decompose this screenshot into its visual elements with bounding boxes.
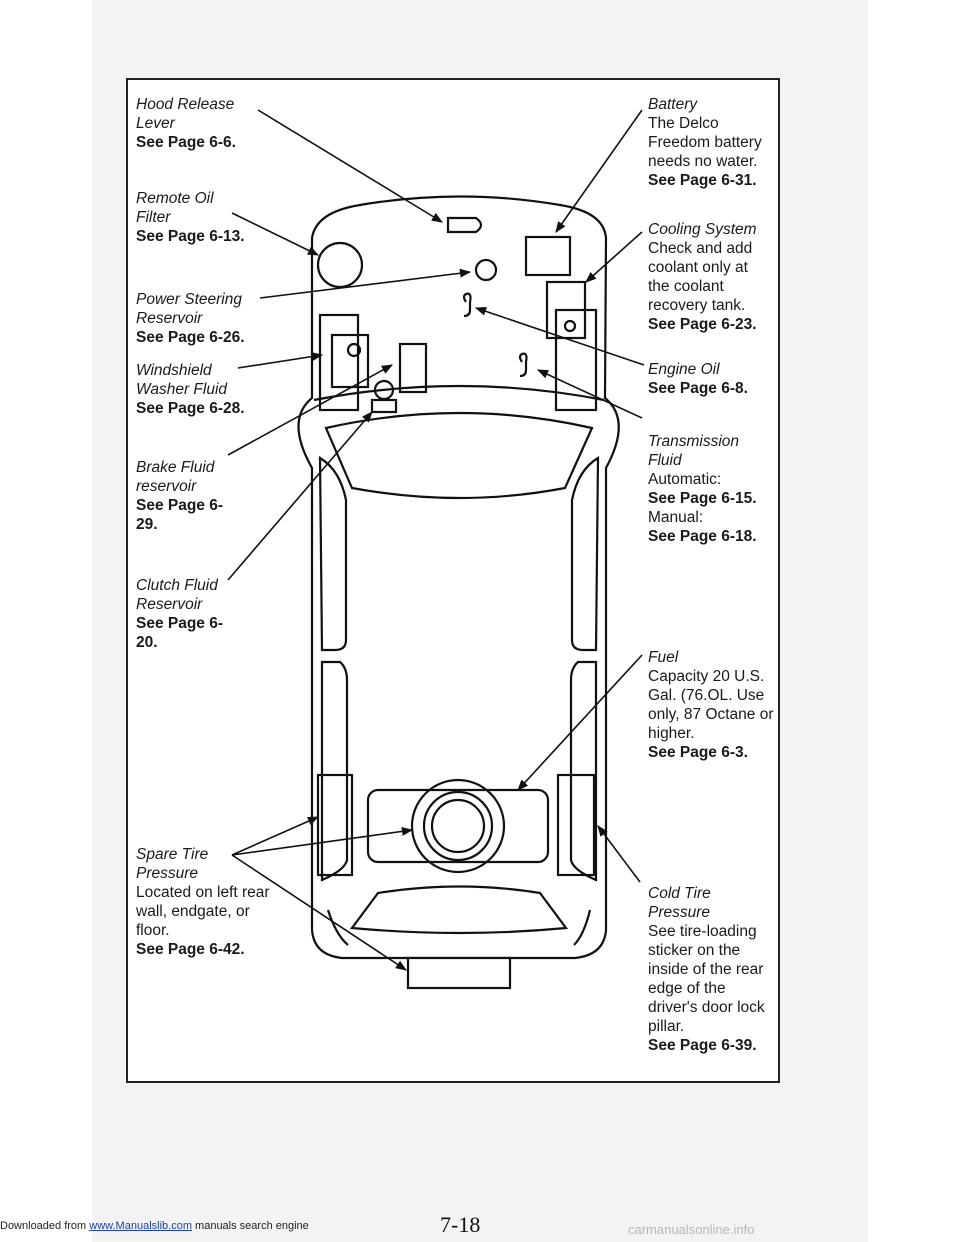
battery-label: Battery The Delco Freedom battery needs … [648,95,773,190]
battery-desc: The Delco Freedom battery needs no water… [648,115,762,170]
engine-oil-page: See Page 6-8. [648,380,748,397]
power-steering-title: Power Steering Reservoir [136,291,242,327]
battery-page: See Page 6-31. [648,172,757,189]
windshield [324,411,594,500]
left-front-window [318,456,348,652]
clutch-fluid-page: See Page 6-20. [136,615,224,651]
brake-fluid-page: See Page 6-29. [136,497,224,533]
transmission-auto-page: See Page 6-15. [648,490,757,507]
spare-tire-page: See Page 6-42. [136,941,245,958]
rear-window [349,885,569,935]
cold-tire-desc: See tire-loading sticker on the inside o… [648,923,765,1035]
watermark: carmanualsonline.info [628,1222,755,1237]
oil-filter-label: Remote Oil Filter See Page 6-13. [136,189,246,246]
vehicle-body-outline [297,195,620,960]
cold-tire-page: See Page 6-39. [648,1037,757,1054]
cowl-line [313,384,605,402]
oil-filter-page: See Page 6-13. [136,228,245,245]
transmission-fluid-label: Transmission Fluid Automatic: See Page 6… [648,432,758,546]
hood-release-shape [446,216,483,234]
washer-fluid-page: See Page 6-28. [136,400,245,417]
spare-tire-well [366,788,550,864]
fuel-title: Fuel [648,649,679,666]
fuel-page: See Page 6-3. [648,744,748,761]
footer-prefix: Downloaded from [0,1220,90,1232]
transmission-fluid-title: Transmission Fluid [648,433,740,469]
spare-tire [410,778,506,874]
cold-tire-label: Cold Tire Pressure See tire-loading stic… [648,884,770,1055]
right-rear-wheel [556,773,596,877]
washer-fluid-title: Windshield Washer Fluid [136,362,228,398]
right-front-window [570,456,600,652]
spare-tire-desc: Located on left rear wall, endgate, or f… [136,884,270,939]
battery-shape [524,235,572,277]
engine-oil-title: Engine Oil [648,361,720,378]
right-rear-window [569,660,598,882]
download-footer: Downloaded from www.Manualslib.com manua… [0,1220,309,1232]
left-rear-window [320,660,349,882]
hood-release-label: Hood Release Lever See Page 6-6. [136,95,256,152]
transmission-manual-label: Manual: [648,509,704,526]
cooling-system-title: Cooling System [648,221,757,238]
footer-suffix: manuals search engine [191,1220,309,1232]
transmission-auto-label: Automatic: [648,471,722,488]
page-number: 7-18 [440,1212,481,1237]
transmission-manual-page: See Page 6-18. [648,528,757,545]
washer-reservoir-shape [318,313,360,412]
cooling-system-desc: Check and add coolant only at the coolan… [648,240,753,314]
battery-title: Battery [648,96,698,113]
clutch-fluid-title: Clutch Fluid Reservoir [136,577,218,613]
manualslib-link[interactable]: www.Manualslib.com [89,1220,192,1232]
steering-reservoir-shape [474,258,498,282]
oil-filter-title: Remote Oil Filter [136,190,214,226]
power-steering-page: See Page 6-26. [136,329,245,346]
clutch-fluid-label: Clutch Fluid Reservoir See Page 6-20. [136,576,236,652]
hood-release-title: Hood Release Lever [136,96,235,132]
spare-tire-title: Spare Tire Pressure [136,846,209,882]
fuel-desc: Capacity 20 U.S. Gal. (76.OL. Use only, … [648,668,774,742]
brake-fluid-label: Brake Fluid reservoir See Page 6-29. [136,458,236,534]
brake-fluid-title: Brake Fluid reservoir [136,459,215,495]
transmission-dipstick [518,352,528,378]
washer-fluid-label: Windshield Washer Fluid See Page 6-28. [136,361,246,418]
cooling-system-page: See Page 6-23. [648,316,757,333]
diagram-frame [126,78,780,1083]
hood-release-page: See Page 6-6. [136,134,236,151]
oil-filter-shape [316,241,364,289]
spare-tire-label: Spare Tire Pressure Located on left rear… [136,845,286,959]
cold-tire-title: Cold Tire Pressure [648,885,711,921]
clutch-reservoir-shape [398,342,428,394]
power-steering-label: Power Steering Reservoir See Page 6-26. [136,290,266,347]
fuel-label: Fuel Capacity 20 U.S. Gal. (76.OL. Use o… [648,648,774,762]
oil-dipstick [462,292,472,318]
cooling-system-label: Cooling System Check and add coolant onl… [648,220,773,334]
engine-oil-label: Engine Oil See Page 6-8. [648,360,773,398]
rear-bumper [406,956,512,990]
